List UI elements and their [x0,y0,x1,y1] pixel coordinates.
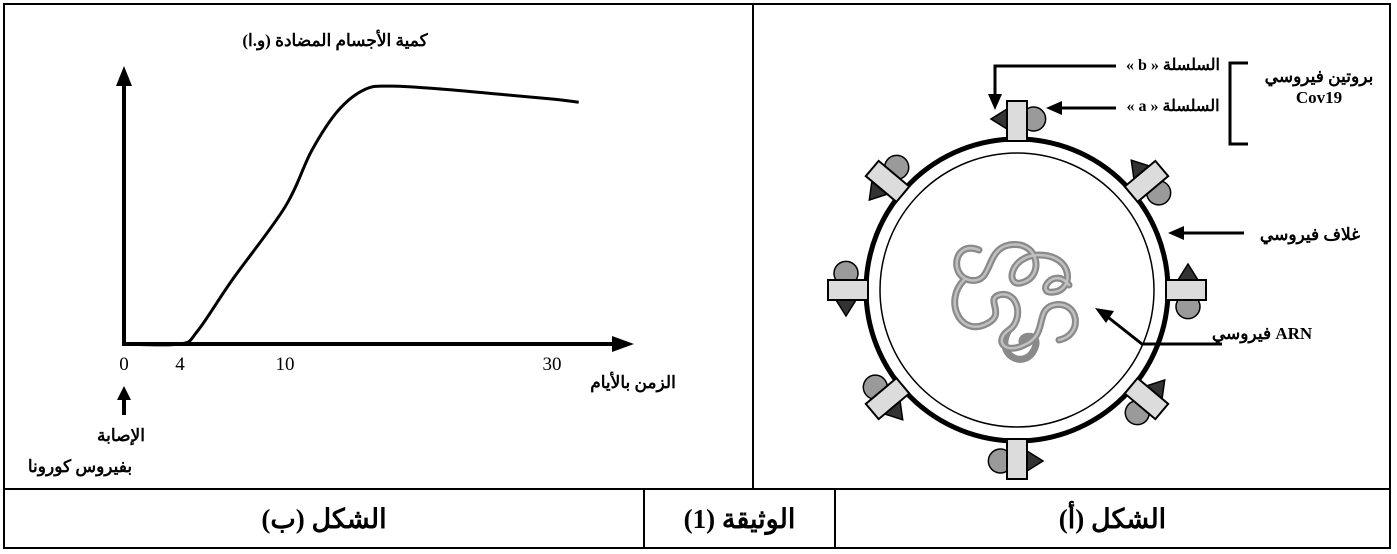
x-axis-label: الزمن بالأيام [590,371,676,393]
caption-figure-a: الشكل (أ) [1058,504,1167,534]
spike-protein [827,260,869,318]
envelope-arrowhead [1168,226,1184,240]
chain-b-label: السلسلة « b » [1126,57,1220,74]
spike-protein [862,374,911,421]
spike-protein [987,438,1045,480]
chain-a-label: السلسلة « a » [1126,98,1219,115]
rna-label: ARN فيروسي [1212,324,1313,344]
chain-a-arrowhead [1046,101,1062,115]
antibody-curve [123,84,579,347]
document-frame [3,3,1391,549]
protein-label-cov19: Cov19 [1296,88,1342,107]
chain-b-arrow [993,64,1116,97]
caption-divider-left [643,488,645,549]
spike-protein [1123,376,1170,426]
spike-protein [864,154,911,204]
spike-protein [1165,262,1207,320]
caption-document: الوثيقة (1) [683,504,796,534]
caption-figure-b: الشكل (ب) [261,504,387,534]
infection-label-line1: الإصابة [97,426,145,446]
x-axis-arrowhead [612,336,634,352]
y-axis-arrowhead [116,66,132,86]
x-tick-label: 4 [175,354,185,375]
rna-arrowhead [1095,308,1114,323]
protein-bracket [1228,61,1248,146]
protein-label: بروتين فيروسي [1265,67,1374,87]
x-tick-label: 10 [276,354,295,375]
infection-label-line2: بفيروس كورونا [28,457,132,477]
x-tick-label: 30 [543,354,562,375]
panel-divider [752,3,754,489]
caption-divider-right [834,488,836,549]
x-tick-label: 0 [119,354,129,375]
spike-protein [1123,159,1172,206]
caption-divider [3,488,1391,490]
infection-arrowhead [117,386,131,400]
viral-envelope-inner [879,152,1155,428]
rna-arrow [1108,316,1222,346]
envelope-label: غلاف فيروسي [1260,225,1360,245]
y-axis-label: كمية الأجسام المضادة (و.ا) [242,29,428,51]
spike-protein [989,100,1047,142]
chain-b-arrowhead [988,94,1002,110]
antibody-chart: كمية الأجسام المضادة (و.ا) الزمن بالأيام… [28,29,676,477]
virus-diagram: بروتين فيروسي Cov19 السلسلة « b » السلسل… [827,57,1374,480]
